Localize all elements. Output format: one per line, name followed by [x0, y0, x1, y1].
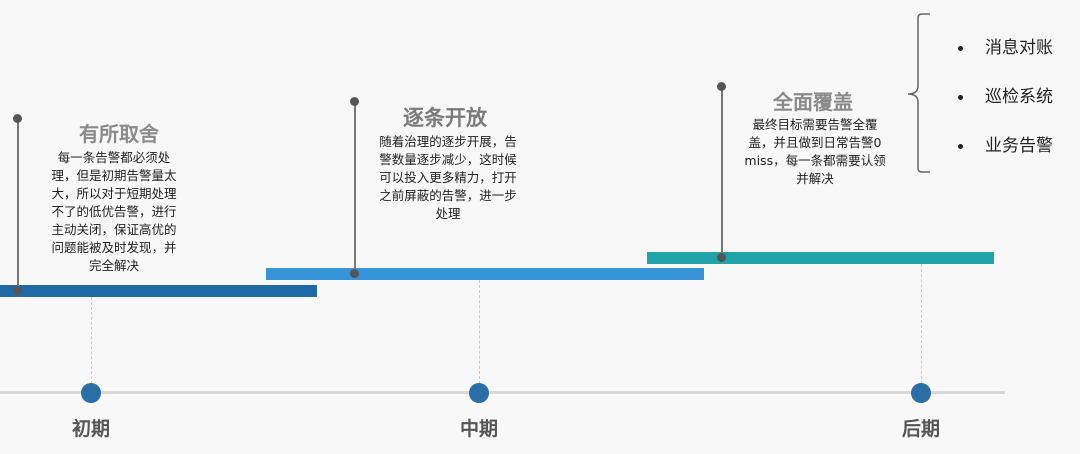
desc-line: 可以投入更多精力，打开: [379, 170, 517, 185]
coverage-item-reconciliation: 消息对账: [958, 33, 1053, 58]
desc-line: 理，但是初期告警量太: [51, 168, 177, 183]
axis-label-late: 后期: [901, 418, 940, 440]
mid-phase-bar: [266, 268, 704, 280]
stage-early-title: 有所取舍: [79, 122, 159, 146]
early-phase-bar: [0, 285, 317, 297]
coverage-item-business-alert: 业务告警: [958, 131, 1053, 156]
early-pin-top-dot: [13, 114, 22, 123]
early-pin-bottom-dot: [13, 286, 22, 295]
desc-line: 最终目标需要告警全覆: [752, 117, 878, 132]
axis-node-early: [81, 383, 101, 403]
mid-pin-top-dot: [350, 97, 359, 106]
axis-node-mid: [469, 383, 489, 403]
desc-line: 完全解决: [88, 258, 139, 273]
mid-guide-line: [479, 280, 480, 384]
axis-node-late: [911, 383, 931, 403]
timeline-axis: [0, 391, 1005, 394]
desc-line: 盖，并且做到日常告警0: [748, 135, 882, 150]
mid-pin-bottom-dot: [350, 269, 359, 278]
coverage-bracket: [907, 13, 930, 173]
axis-label-early: 初期: [71, 418, 110, 440]
desc-line: 之前屏蔽的告警，进一步: [379, 188, 517, 203]
bullet-dot: [958, 94, 963, 100]
coverage-item-label: 业务告警: [985, 136, 1053, 156]
stage-mid-title: 逐条开放: [403, 106, 487, 130]
stage-early-description: 每一条告警都必须处 理，但是初期告警量太 大，所以对于短期处理 不了的低优告警，…: [24, 149, 204, 275]
stage-late-description: 最终目标需要告警全覆 盖，并且做到日常告警0 miss，每一条都需要认领 并解决: [725, 116, 905, 188]
early-pin-line: [17, 119, 19, 291]
early-guide-line: [91, 297, 92, 384]
stage-mid-description: 随着治理的逐步开展，告 警数量逐步减少，这时候 可以投入更多精力，打开 之前屏蔽…: [358, 133, 538, 223]
desc-line: 问题能被及时发现，并: [51, 240, 177, 255]
stage-late-title: 全面覆盖: [773, 90, 853, 114]
late-pin-bottom-dot: [717, 253, 726, 262]
bullet-dot: [958, 45, 963, 51]
desc-line: 大，所以对于短期处理: [51, 186, 177, 201]
desc-line: 随着治理的逐步开展，告: [379, 134, 517, 149]
desc-line: 处理: [435, 206, 461, 221]
coverage-item-label: 消息对账: [985, 38, 1053, 58]
desc-line: 并解决: [796, 171, 834, 186]
desc-line: 每一条告警都必须处: [57, 150, 171, 165]
desc-line: 警数量逐步减少，这时候: [379, 152, 517, 167]
late-pin-top-dot: [717, 82, 726, 91]
desc-line: 主动关闭，保证高优的: [51, 222, 177, 237]
desc-line: miss，每一条都需要认领: [744, 153, 886, 168]
axis-label-mid: 中期: [459, 418, 498, 440]
late-guide-line: [921, 264, 922, 384]
desc-line: 不了的低优告警，进行: [51, 204, 177, 219]
coverage-item-inspection: 巡检系统: [958, 82, 1053, 107]
late-pin-line: [721, 87, 723, 257]
late-phase-bar: [647, 252, 994, 264]
coverage-item-label: 巡检系统: [985, 87, 1053, 107]
bullet-dot: [958, 143, 963, 149]
mid-pin-line: [354, 102, 356, 274]
